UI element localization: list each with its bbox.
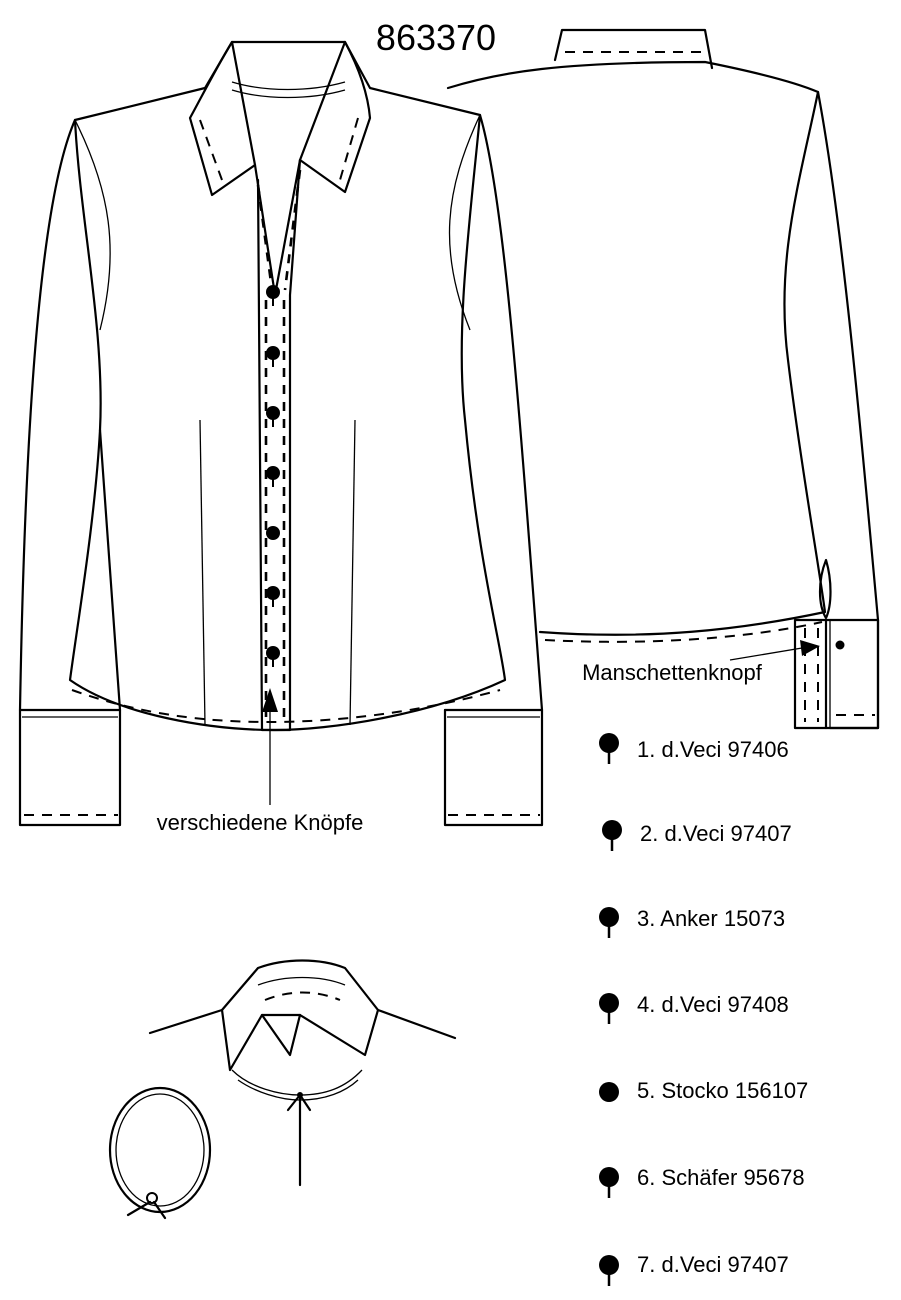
button-with-shank-icon [599, 1255, 619, 1275]
front-collar [188, 40, 257, 197]
back-sleeve [816, 90, 880, 730]
svg-text:7. d.Veci 9740: 7. d.Veci 97407 [637, 1252, 789, 1277]
legend-item-5: 5. Stocko 156107 [599, 1078, 808, 1103]
button-with-shank-icon [599, 993, 619, 1013]
svg-text:1. d.Veci 9740: 1. d.Veci 97406 [637, 737, 789, 762]
front-body-outline [68, 40, 507, 732]
article-number: 863370 [376, 17, 496, 58]
front-buttons [266, 285, 280, 667]
front-button-3 [266, 406, 280, 427]
back-collar [553, 28, 714, 70]
cufflink-arrow-head [800, 640, 820, 656]
collar-loop-outer [108, 1086, 212, 1214]
legend-item-2: 2. d.Veci 97407 [602, 820, 792, 851]
collar-detail-shoulders [148, 1008, 457, 1040]
svg-text:6. Schäfer 956: 6. Schäfer 95678 [637, 1165, 805, 1190]
round-button-icon [599, 1082, 619, 1102]
svg-text:3. Anker 15073: 3. Anker 15073 [637, 906, 785, 931]
legend-item-1: 1. d.Veci 97406 [599, 733, 789, 764]
front-button-2 [266, 346, 280, 367]
back-body-outline [446, 60, 827, 636]
front-button-6 [266, 586, 280, 607]
button-legend: 1. d.Veci 97406 2. d.Veci 97407 3. Anker… [599, 733, 808, 1286]
legend-item-4: 4. d.Veci 97408 [599, 992, 789, 1024]
front-right-sleeve [443, 113, 544, 827]
button-with-shank-icon [602, 820, 622, 840]
cufflink-label: Manschettenknopf [582, 660, 763, 685]
front-button-5 [266, 526, 280, 540]
legend-item-3: 3. Anker 15073 [599, 906, 785, 938]
front-left-sleeve [18, 118, 122, 827]
svg-text:2. d.Veci 9740: 2. d.Veci 97407 [640, 821, 792, 846]
cufflink-arrow-line [729, 646, 809, 661]
collar-loop-inner [115, 1093, 205, 1207]
buttons-label: verschiedene Knöpfe [157, 810, 364, 835]
svg-text:5. Stocko 1561: 5. Stocko 156107 [637, 1078, 808, 1103]
blouse-back-view [446, 28, 880, 730]
front-button-1 [266, 285, 280, 306]
back-cuff [793, 618, 880, 730]
button-with-shank-icon [599, 907, 619, 927]
cufflink-icon [835, 640, 845, 650]
front-placket [256, 158, 302, 732]
button-with-shank-icon [599, 733, 619, 753]
svg-text:4. d.Veci 9740: 4. d.Veci 97408 [637, 992, 789, 1017]
front-button-7 [266, 646, 280, 667]
collar-detail-collar [220, 959, 380, 1072]
legend-item-6: 6. Schäfer 95678 [599, 1165, 805, 1198]
legend-item-7: 7. d.Veci 97407 [599, 1252, 789, 1286]
front-button-4 [266, 466, 280, 487]
blouse-front-view [18, 40, 544, 827]
buttons-arrow-head [262, 688, 278, 712]
button-with-shank-icon [599, 1167, 619, 1187]
collar-detail-view [108, 959, 457, 1220]
